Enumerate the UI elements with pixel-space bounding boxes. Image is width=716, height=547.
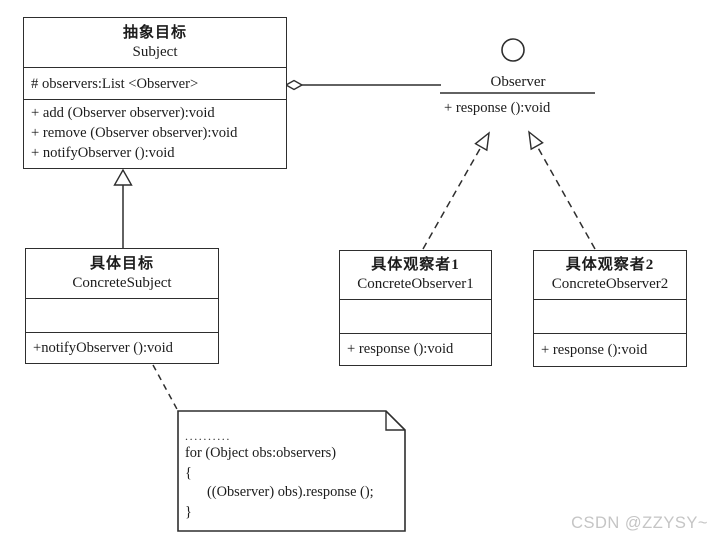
- aggregation-diamond-icon: [284, 79, 304, 91]
- attributes-compartment: [340, 299, 491, 333]
- method-response: + response ():void: [347, 341, 454, 357]
- class-name-en: ConcreteObserver1: [357, 276, 474, 292]
- method-notifyobserver: +notifyObserver ():void: [33, 339, 173, 356]
- class-box-concrete-subject: 具体目标 ConcreteSubject +notifyObserver ():…: [25, 248, 219, 364]
- note-code-line: }: [185, 503, 192, 520]
- attributes-compartment: [26, 298, 218, 332]
- interface-lollipop-icon: [501, 38, 525, 62]
- class-box-concrete-observer1: 具体观察者1 ConcreteObserver1 + response ():v…: [339, 250, 492, 366]
- class-title-subject: 抽象目标 Subject: [24, 18, 286, 67]
- class-box-subject: 抽象目标 Subject # observers:List <Observer>…: [23, 17, 287, 169]
- class-title-concrete-observer1: 具体观察者1 ConcreteObserver1: [340, 251, 491, 299]
- class-name-en: Subject: [132, 43, 178, 60]
- interface-method-response: + response ():void: [444, 100, 551, 116]
- hollow-triangle-icon: [113, 168, 133, 186]
- method-notifyobserver: + notifyObserver ():void: [31, 145, 175, 161]
- method-add: + add (Observer observer):void: [31, 105, 215, 121]
- note-anchor-line: [152, 364, 179, 412]
- interface-name-observer: Observer: [490, 74, 546, 90]
- class-box-concrete-observer2: 具体观察者2 ConcreteObserver2 + response ():v…: [533, 250, 687, 367]
- note-code-line: for (Object obs:observers): [185, 445, 337, 461]
- method-response: + response ():void: [541, 341, 648, 358]
- class-title-concrete-subject: 具体目标 ConcreteSubject: [26, 249, 218, 298]
- realization-connector-1: [422, 131, 490, 250]
- attributes-compartment: # observers:List <Observer>: [24, 67, 286, 99]
- class-name-zh: 抽象目标: [122, 24, 187, 41]
- attribute-observers: # observers:List <Observer>: [31, 75, 199, 92]
- methods-compartment: + response ():void: [340, 333, 491, 364]
- class-name-en: ConcreteObserver2: [551, 276, 669, 292]
- hollow-triangle-icon: [528, 130, 544, 151]
- class-name-en: ConcreteSubject: [72, 274, 172, 291]
- aggregation-connector: [284, 79, 441, 91]
- methods-compartment: + add (Observer observer):void + remove …: [24, 99, 286, 167]
- code-note-text: .......... for (Object obs:observers) { …: [185, 425, 397, 522]
- note-code-line: ((Observer) obs).response ();: [207, 484, 374, 500]
- attributes-compartment: [534, 299, 686, 333]
- class-title-concrete-observer2: 具体观察者2 ConcreteObserver2: [534, 251, 686, 299]
- note-code-line: {: [185, 464, 192, 481]
- hollow-triangle-icon: [474, 131, 490, 152]
- class-name-zh: 具体观察者1: [371, 257, 460, 273]
- methods-compartment: + response ():void: [534, 333, 686, 365]
- method-remove: + remove (Observer observer):void: [31, 125, 238, 141]
- class-name-zh: 具体观察者2: [565, 257, 655, 273]
- class-name-zh: 具体目标: [89, 255, 154, 272]
- realization-connector-2: [528, 130, 596, 250]
- note-ellipsis-line: ..........: [185, 429, 231, 443]
- methods-compartment: +notifyObserver ():void: [26, 332, 218, 362]
- watermark-text: CSDN @ZZYSY~: [571, 514, 708, 532]
- generalization-connector: [113, 168, 133, 249]
